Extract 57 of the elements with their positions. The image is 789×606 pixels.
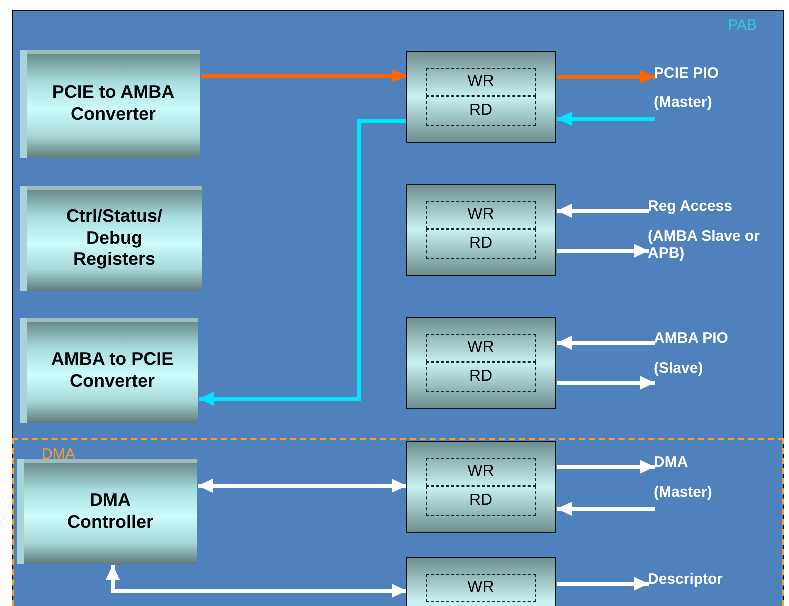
node-text: Ctrl/Status/ Debug Registers [65, 206, 164, 271]
node-text: WR [468, 579, 494, 597]
node-text: AMBA to PCIE Converter [50, 348, 175, 392]
interface-block [406, 441, 556, 533]
port-box [426, 229, 536, 259]
interface-block [406, 51, 556, 143]
node-text: AMBA PIO [654, 331, 728, 348]
arrow [557, 204, 649, 218]
node-text: RD [469, 368, 493, 386]
arrow [557, 502, 655, 516]
port-box [426, 458, 536, 486]
node-text: DMA Controller [66, 490, 154, 534]
module-box [20, 186, 202, 291]
arrow [557, 70, 655, 84]
arrow [557, 577, 649, 591]
module-box [17, 459, 197, 564]
arrow [557, 112, 655, 126]
port-box [426, 486, 536, 516]
dashed-region [12, 438, 784, 606]
node-text: DMA [654, 455, 688, 472]
node-text: (Slave) [654, 361, 704, 378]
node-text: PCIE PIO [654, 66, 720, 82]
node-text: (Master) [654, 485, 712, 502]
node-text: WR [468, 463, 494, 481]
node-text: Reg Access [648, 199, 732, 216]
bridge-panel [12, 10, 784, 606]
port-box [426, 96, 536, 126]
port-box [426, 68, 536, 96]
arrow [557, 460, 655, 474]
node-text: (Master) [654, 95, 712, 112]
node-text: PCIE to AMBA Converter [51, 82, 176, 126]
interface-block [406, 184, 556, 276]
port-box [426, 362, 536, 392]
node-text: RD [469, 235, 493, 253]
node-text: Descriptor [648, 572, 724, 588]
region-label: DMA [42, 446, 76, 463]
node-text: WR [468, 73, 494, 91]
port-box [426, 201, 536, 229]
arrow [557, 244, 649, 258]
arrow [201, 69, 407, 83]
region-label: PAB [728, 17, 757, 34]
arrow [198, 479, 407, 493]
node-text: WR [468, 339, 494, 357]
port-box [426, 574, 536, 602]
interface-block [406, 317, 556, 409]
arrow [557, 336, 655, 350]
interface-block [406, 557, 556, 606]
arrow [106, 565, 407, 598]
node-text: RD [469, 492, 493, 510]
module-box [20, 50, 200, 158]
node-text: RD [469, 102, 493, 120]
node-text: WR [468, 206, 494, 224]
module-box [20, 318, 198, 423]
node-text: (AMBA Slave or APB) [648, 229, 761, 262]
arrow [199, 119, 407, 406]
arrow [557, 376, 655, 390]
port-box [426, 334, 536, 362]
